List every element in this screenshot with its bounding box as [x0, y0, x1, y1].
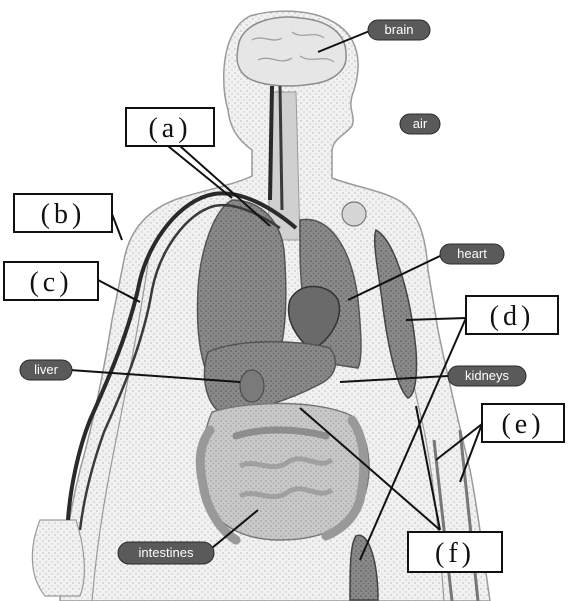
- neck-vein: [280, 86, 282, 210]
- pill-liver-text: liver: [34, 362, 59, 377]
- brain-organ: [237, 17, 346, 86]
- pill-kidneys: kidneys: [448, 366, 526, 386]
- label-f-text: (f): [435, 538, 475, 569]
- pill-air: air: [400, 114, 440, 134]
- label-c-text: (c): [29, 267, 72, 298]
- pill-brain: brain: [368, 20, 430, 40]
- label-box-b: (b): [14, 194, 112, 232]
- label-box-a: (a): [126, 108, 214, 146]
- kidney-organ: [240, 370, 264, 402]
- intestines-organ: [200, 403, 369, 540]
- label-box-c: (c): [4, 262, 98, 300]
- pill-kidneys-text: kidneys: [465, 368, 510, 383]
- label-b-text: (b): [41, 199, 86, 230]
- pill-heart-text: heart: [457, 246, 487, 261]
- pill-intestines: intestines: [118, 542, 214, 564]
- pill-intestines-text: intestines: [139, 545, 194, 560]
- label-a-text: (a): [148, 113, 191, 144]
- neck-artery: [270, 86, 272, 200]
- pill-heart: heart: [440, 244, 504, 264]
- label-d-text: (d): [490, 301, 535, 332]
- label-e-text: (e): [501, 409, 544, 440]
- pill-liver: liver: [20, 360, 72, 380]
- label-box-e: (e): [482, 404, 564, 442]
- label-box-f: (f): [408, 532, 502, 572]
- pill-brain-text: brain: [385, 22, 414, 37]
- pill-air-text: air: [413, 116, 428, 131]
- label-box-d: (d): [466, 296, 558, 334]
